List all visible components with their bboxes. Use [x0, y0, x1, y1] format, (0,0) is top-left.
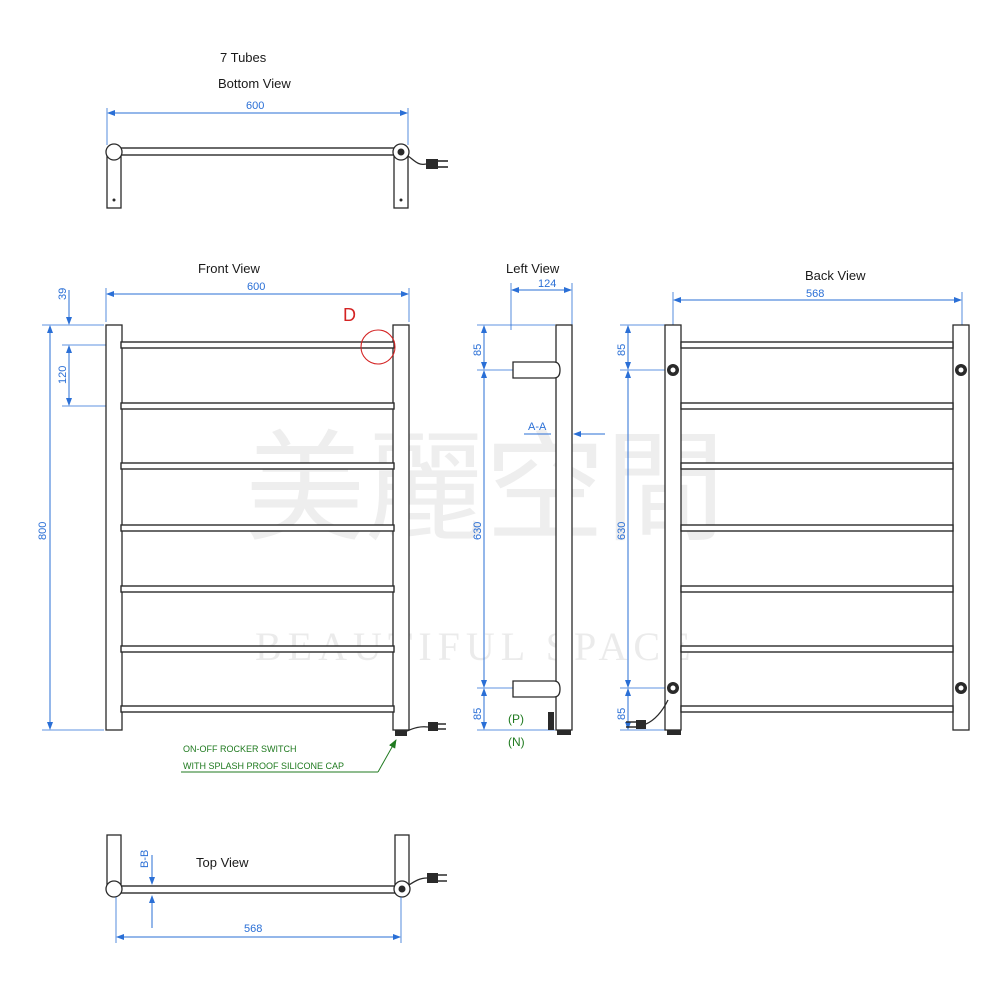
back-tube	[680, 585, 954, 593]
left-view-label: Left View	[506, 261, 560, 276]
left-depth-value: 124	[538, 278, 556, 290]
back-left-post	[664, 324, 682, 731]
front-right-post	[392, 324, 410, 731]
left-upper-bracket	[512, 361, 561, 379]
switch-annotation-line2: WITH SPLASH PROOF SILICONE CAP	[183, 761, 344, 771]
front-plug-icon	[406, 722, 446, 732]
bottom-view-label: Bottom View	[218, 76, 291, 91]
watermark: 美麗空間 BEAUTIFUL SPACE	[245, 420, 725, 669]
top-plug-icon	[408, 873, 447, 886]
switch-leader-arrow	[377, 739, 397, 773]
front-spacing-value: 120	[57, 366, 69, 384]
rocker-switch-icon	[395, 730, 407, 736]
top-left-post	[106, 834, 122, 888]
detail-d-label: D	[343, 305, 356, 325]
back-tube	[680, 462, 954, 470]
back-tube	[680, 524, 954, 532]
front-tubes	[120, 341, 395, 713]
front-tube	[120, 585, 395, 593]
back-tube	[680, 645, 954, 653]
back-right-post	[952, 324, 970, 731]
front-view: Front View 600 800 39 120 D	[37, 261, 446, 773]
left-switch-icon	[557, 730, 571, 735]
left-lower-bracket	[512, 680, 561, 698]
front-tube	[120, 462, 395, 470]
detail-d-circle	[360, 329, 396, 365]
top-left-cap	[105, 880, 123, 898]
bottom-view: 7 Tubes Bottom View 600	[105, 50, 448, 209]
back-tube	[680, 402, 954, 410]
back-bottom-value: 85	[616, 708, 628, 720]
watermark-chinese: 美麗空間	[245, 420, 725, 559]
left-view: Left View 124 85 630 85 A-A (P) (N)	[472, 261, 605, 749]
bottom-width-value: 600	[246, 100, 264, 112]
back-tubes	[680, 341, 954, 713]
section-a-label: A-A	[528, 421, 547, 433]
section-b-label: B-B	[139, 850, 151, 868]
bottom-left-cap	[105, 143, 123, 161]
left-top-value: 85	[472, 344, 484, 356]
left-post	[555, 324, 573, 731]
top-view-label: Top View	[196, 855, 249, 870]
back-middle-value: 630	[616, 522, 628, 540]
front-tube	[120, 705, 395, 713]
front-top-gap-value: 39	[57, 288, 69, 300]
back-plug-icon	[626, 699, 681, 735]
left-bottom-value: 85	[472, 708, 484, 720]
bottom-plug-icon	[407, 155, 448, 169]
front-tube	[120, 524, 395, 532]
front-height-value: 800	[37, 522, 49, 540]
front-view-label: Front View	[198, 261, 261, 276]
back-top-value: 85	[616, 344, 628, 356]
front-tube	[120, 402, 395, 410]
left-middle-value: 630	[472, 522, 484, 540]
back-tube	[680, 341, 954, 349]
front-tube	[120, 645, 395, 653]
top-width-value: 568	[244, 923, 262, 935]
tube-count-label: 7 Tubes	[220, 50, 267, 65]
top-tube	[116, 885, 404, 894]
back-view-label: Back View	[805, 268, 866, 283]
back-tube	[680, 705, 954, 713]
bottom-tube	[115, 147, 399, 156]
top-view: Top View B-B 568	[105, 834, 447, 943]
p-label: (P)	[508, 712, 524, 726]
front-width-value: 600	[247, 281, 265, 293]
back-width-value: 568	[806, 288, 824, 300]
top-right-post	[394, 834, 410, 888]
front-tube	[120, 341, 395, 349]
back-view: Back View 568 85 630 85	[616, 268, 970, 735]
n-label: (N)	[508, 735, 525, 749]
front-left-post	[105, 324, 123, 731]
back-mount-icons	[667, 364, 967, 694]
switch-annotation-line1: ON-OFF ROCKER SWITCH	[183, 744, 297, 754]
